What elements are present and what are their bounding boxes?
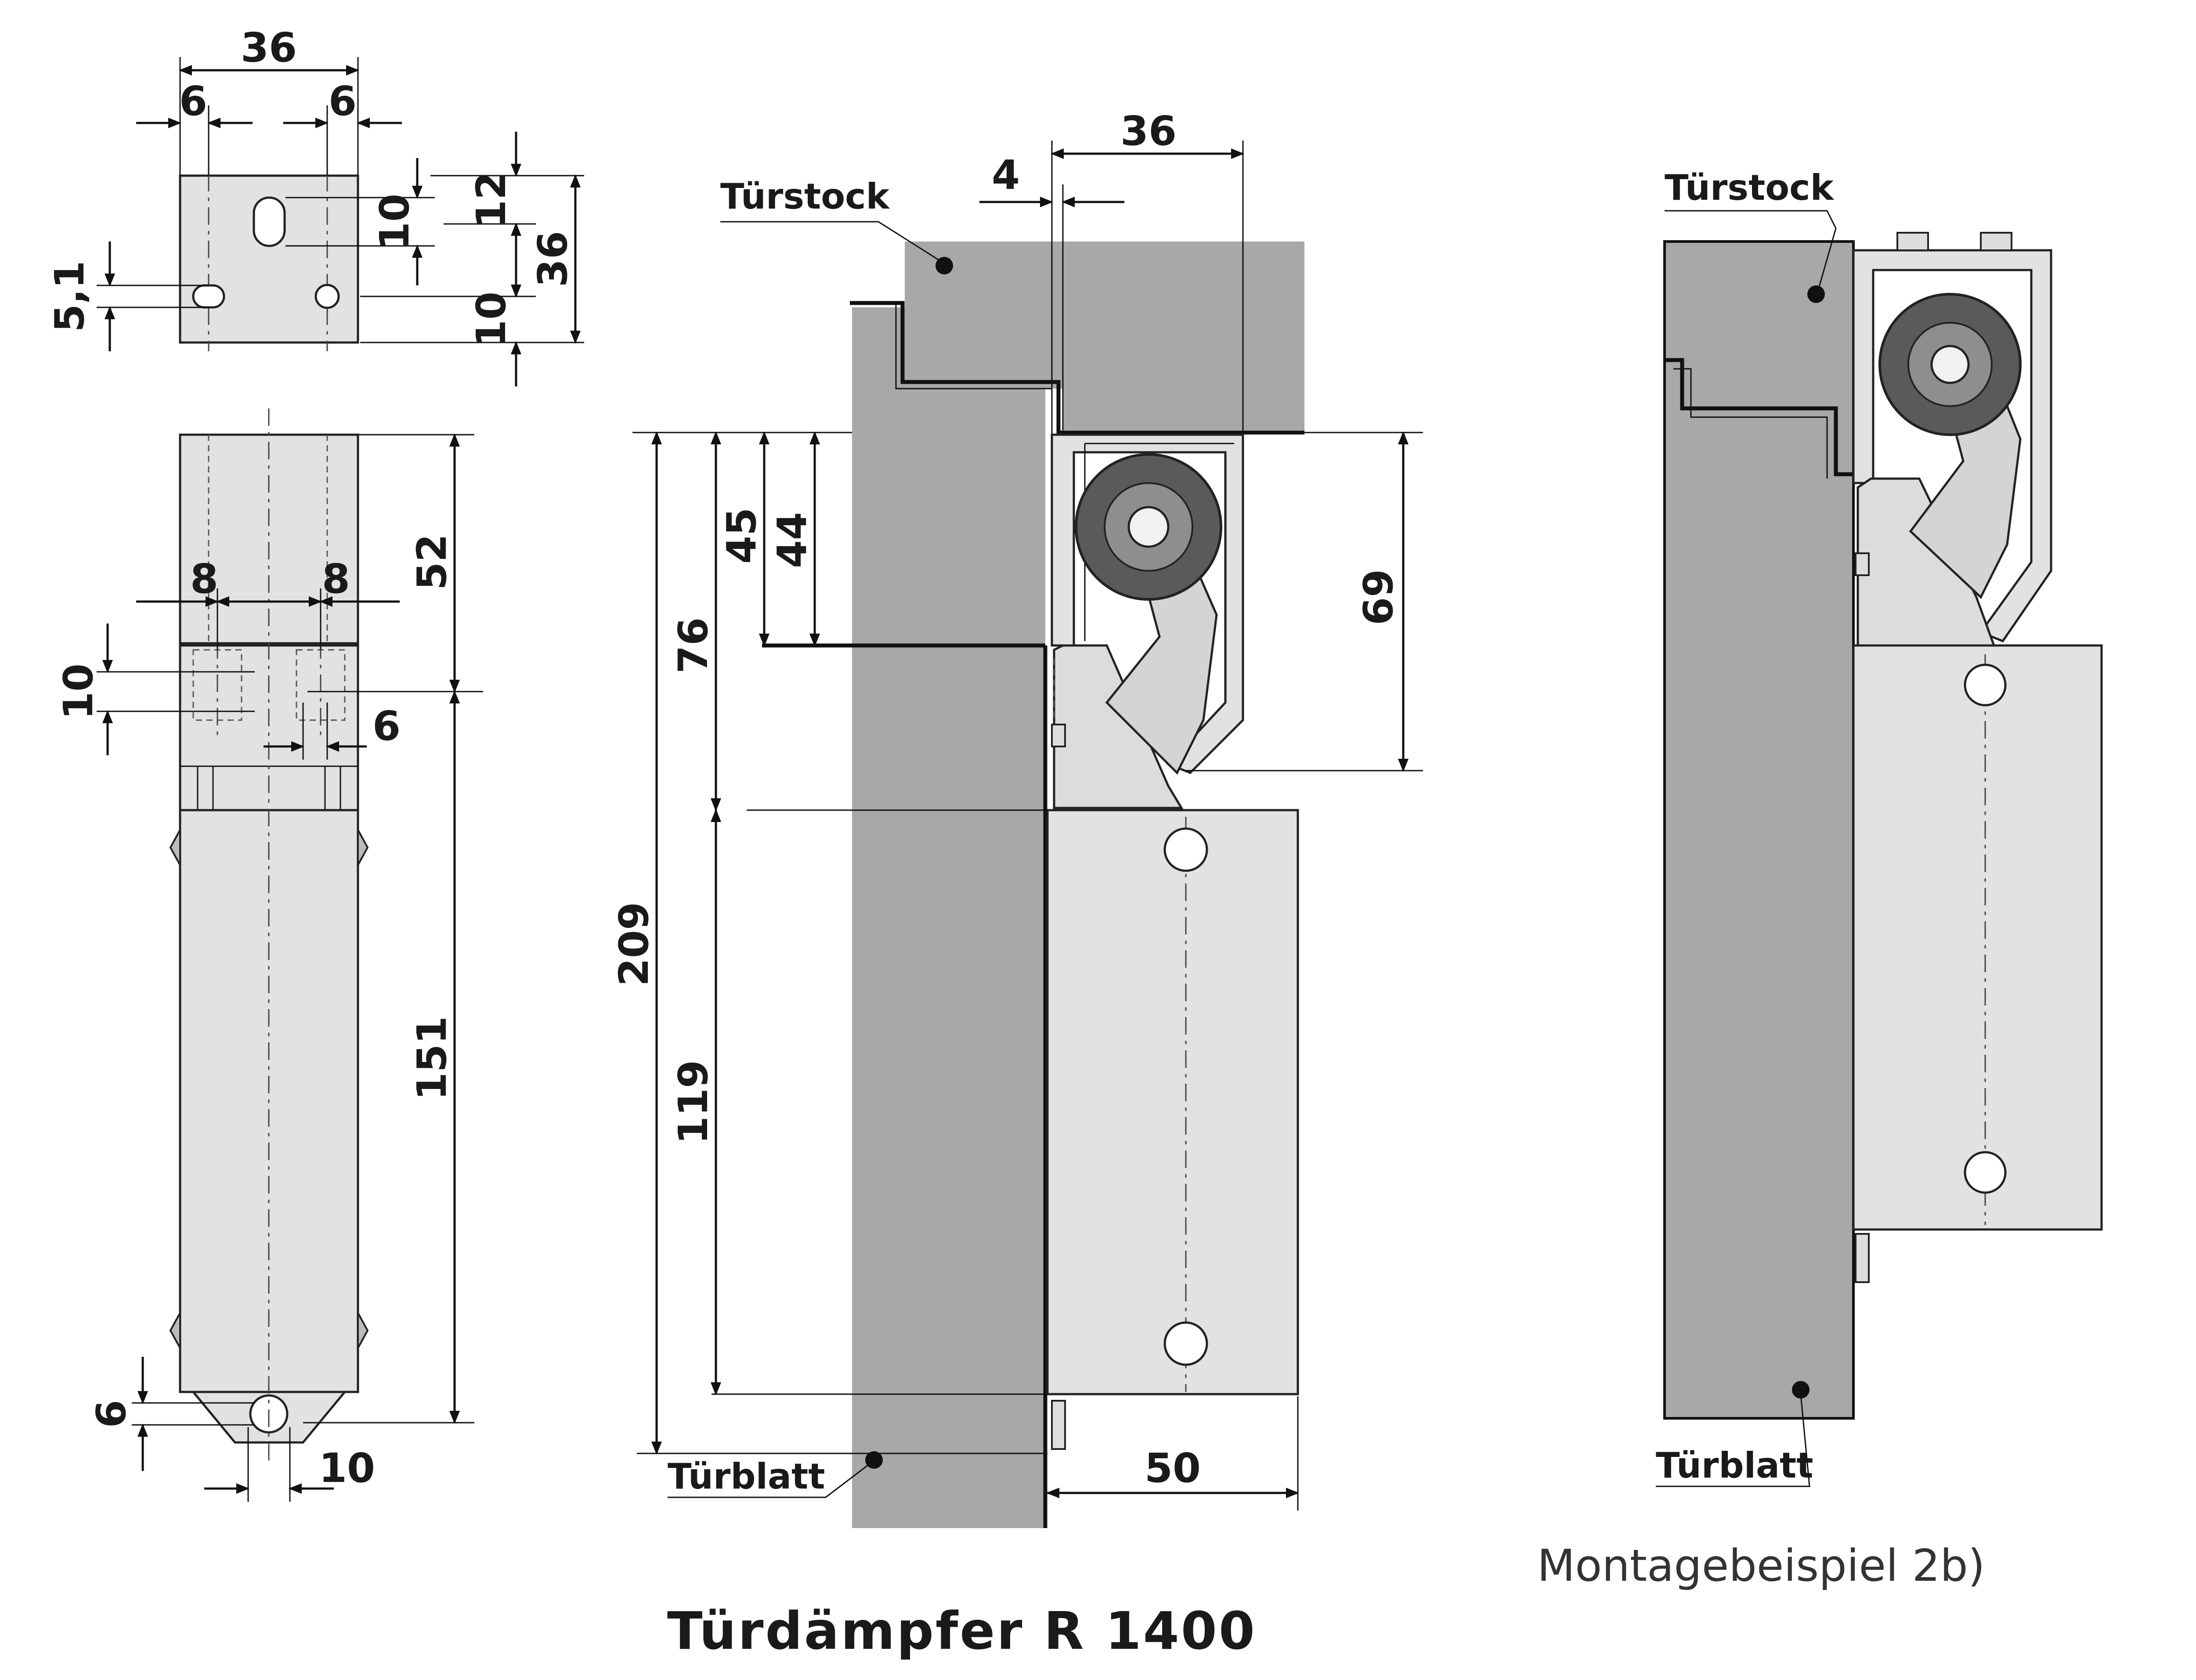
door-leaf: [852, 307, 1045, 1528]
dim-top-right-36: 36: [529, 231, 576, 287]
dim-body-8-right: 8: [322, 555, 350, 602]
example-mounting-plate: [1852, 644, 2103, 1231]
door-mounting-plate: [1046, 809, 1299, 1395]
dim-side-119: 119: [670, 1060, 717, 1144]
example-door-frame: [1665, 242, 1853, 1418]
caption-example: Montagebeispiel 2b): [1537, 1540, 1985, 1591]
dim-side-36: 36: [1120, 108, 1177, 155]
dim-side-50: 50: [1145, 1445, 1201, 1492]
dim-body-10: 10: [55, 663, 102, 720]
installation-section-view: Türstock Türblatt 4 36 209 76 45 44 119: [610, 108, 1423, 1661]
damper-body-front-view: 52 151 8 8 10 6 6 10: [55, 408, 483, 1502]
rebate-edge: [850, 301, 1304, 435]
dim-body-151: 151: [408, 1016, 455, 1100]
round-hole: [314, 284, 340, 309]
dim-top-left-6: 6: [179, 78, 207, 125]
dim-top-hole: 5,1: [46, 261, 93, 332]
dim-body-52: 52: [408, 534, 455, 590]
label-frame-example: Türstock: [1665, 167, 1835, 208]
dim-side-69: 69: [1355, 569, 1402, 625]
dim-side-209: 209: [610, 902, 657, 986]
dim-side-44: 44: [769, 512, 816, 568]
slot-hole: [253, 196, 286, 247]
dim-body-bottom-6: 6: [88, 1400, 135, 1428]
dim-side-76: 76: [670, 617, 717, 674]
caption-title: Türdämpfer R 1400: [667, 1601, 1257, 1661]
dim-top-slot: 10: [371, 194, 418, 250]
dim-body-bottom-10: 10: [319, 1445, 375, 1492]
mounting-example-view: Türstock Türblatt Montagebeispiel 2b): [1537, 167, 2103, 1591]
dim-side-45: 45: [718, 508, 765, 564]
label-door: Türblatt: [668, 1456, 825, 1497]
dim-top-right-6: 6: [329, 78, 357, 125]
oval-hole: [192, 284, 225, 309]
top-mounting-plate-view: 36 6 6 5,1 10 12 10 36: [46, 24, 584, 386]
label-frame: Türstock: [720, 176, 890, 217]
dim-side-4: 4: [992, 151, 1020, 198]
label-door-example: Türblatt: [1656, 1445, 1813, 1486]
dim-top-right-12: 12: [468, 172, 515, 228]
dim-body-6: 6: [372, 703, 401, 750]
dim-top-width: 36: [241, 24, 297, 71]
dim-body-8-left: 8: [190, 555, 218, 602]
dim-top-right-10: 10: [468, 292, 515, 348]
